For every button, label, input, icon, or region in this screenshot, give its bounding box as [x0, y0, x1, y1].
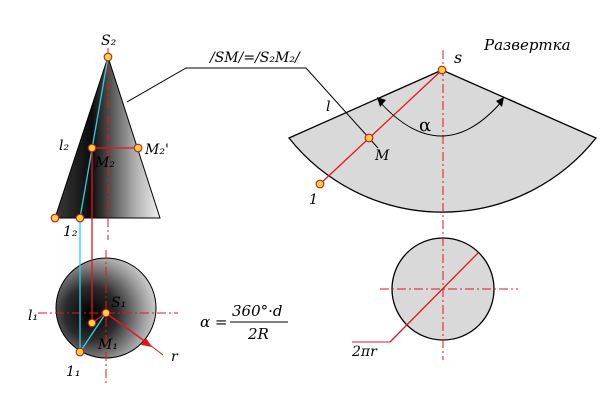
- label-m1: M₁: [97, 337, 118, 353]
- label-l1: l₁: [28, 308, 38, 324]
- point-s-dev: [437, 65, 447, 75]
- label-s-dev: s: [454, 48, 462, 67]
- formula-numerator: 360°·d: [232, 302, 283, 320]
- label-r: r: [171, 349, 179, 365]
- point-s1: [101, 308, 111, 318]
- point-base-left: [50, 213, 60, 223]
- radius-r: [105, 312, 151, 346]
- radius-r-arrowhead: [141, 338, 152, 347]
- label-2pi-r: 2πr: [351, 344, 378, 360]
- label-m2: M₂: [94, 155, 115, 171]
- label-1-2: 1₂: [63, 224, 78, 240]
- generatrix-top: [79, 312, 107, 353]
- label-l2: l₂: [59, 138, 69, 154]
- point-s2: [103, 52, 113, 62]
- formula-top: /SM/=/S₂M₂/: [208, 50, 301, 66]
- formula-denominator: 2R: [247, 325, 269, 343]
- label-m2-prime: M₂': [144, 142, 169, 158]
- points: [50, 52, 447, 357]
- label-s2: S₂: [101, 33, 117, 49]
- generatrix-development: [319, 69, 443, 185]
- development-title: Развертка: [483, 36, 571, 54]
- point-m-dev: [364, 133, 374, 143]
- point-1-1: [75, 347, 85, 357]
- radius-r-leader: [149, 344, 164, 356]
- point-m1: [87, 318, 97, 328]
- point-m2-left: [87, 143, 97, 153]
- alpha-arc: [377, 99, 504, 137]
- alpha-arrow-right: [496, 97, 504, 107]
- point-m2-right: [133, 143, 143, 153]
- formula-leader: [126, 67, 379, 149]
- point-1-dev: [315, 179, 325, 189]
- generatrix-front: [79, 56, 109, 219]
- alpha-arrow-left: [377, 97, 386, 107]
- formula-lhs: α =: [200, 313, 227, 331]
- label-1-dev: 1: [309, 192, 318, 208]
- label-1-1: 1₁: [66, 364, 81, 380]
- point-1-2: [75, 213, 85, 223]
- diameter-2pi-r: [389, 252, 479, 343]
- label-s1: S₁: [111, 295, 126, 311]
- label-l-dev: l: [326, 99, 330, 115]
- label-alpha: α: [419, 115, 431, 136]
- label-m-dev: M: [374, 148, 390, 164]
